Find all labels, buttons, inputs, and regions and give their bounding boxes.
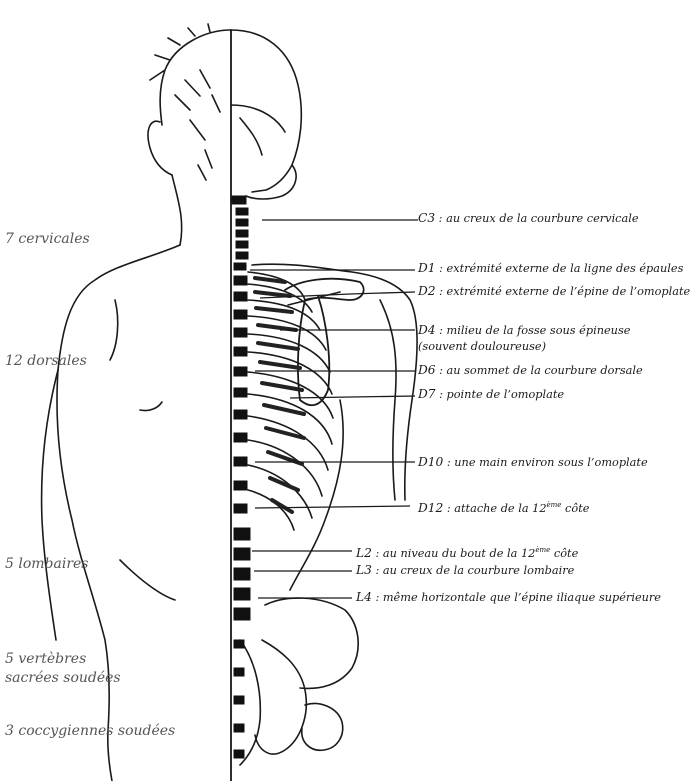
callout-superscript: ème	[546, 501, 562, 509]
iliac-crest	[264, 597, 359, 690]
left-shoulder-outline	[56, 244, 181, 781]
callout-l4: L4 : même horizontale que l’épine iliaqu…	[356, 589, 661, 606]
vertebral-column	[231, 195, 251, 759]
region-label-coccyx: 3 coccygiennes soudées	[5, 723, 176, 739]
rib-shading	[253, 276, 306, 514]
callout-text: : attache de la 12	[443, 501, 547, 515]
callout-code: D12	[418, 500, 444, 515]
leader-d2	[259, 291, 416, 299]
callout-d2: D2 : extrémité externe de l’épine de l’o…	[418, 283, 690, 300]
region-label-cervical: 7 cervicales	[5, 231, 90, 247]
skull-suture	[230, 104, 286, 156]
scapula	[284, 277, 365, 407]
callout-code: D7	[418, 387, 436, 401]
callout-d6: D6 : au sommet de la courbure dorsale	[418, 362, 643, 379]
left-neck	[171, 174, 183, 246]
pelvis-body	[254, 639, 308, 755]
callout-text: : extrémité externe de l’épine de l’omop…	[435, 285, 691, 298]
skull-outline	[230, 29, 303, 193]
callout-c3: C3 : au creux de la courbure cervicale	[418, 210, 639, 227]
left-arm-line	[40, 369, 59, 641]
callout-text-after: côte	[561, 501, 590, 515]
sacrum	[239, 639, 262, 766]
callout-d12: D12 : attache de la 12ème côte	[418, 497, 589, 517]
leader-d7	[289, 395, 416, 399]
callout-text: : au sommet de la courbure dorsale	[435, 364, 643, 377]
callout-text-after: côte	[550, 546, 579, 560]
callout-l2: L2 : au niveau du bout de la 12ème côte	[356, 542, 578, 562]
callout-text: : milieu de la fosse sous épineuse	[435, 324, 631, 337]
region-label-sacral: 5 vertèbres sacrées soudées	[5, 650, 121, 688]
callout-code: D4	[418, 323, 436, 337]
callout-d4: D4 : milieu de la fosse sous épineuse (s…	[418, 322, 630, 355]
region-label-lumbar: 5 lombaires	[5, 556, 89, 572]
callout-code: D10	[418, 455, 444, 469]
right-arm-inner	[379, 299, 397, 501]
callout-code: L4	[356, 590, 372, 604]
hair-outline	[149, 23, 232, 181]
region-label-dorsal: 12 dorsales	[5, 353, 87, 369]
left-ear	[147, 120, 173, 176]
left-waist-line	[119, 559, 176, 601]
left-back-line	[139, 401, 163, 412]
callout-code: L2	[356, 545, 372, 560]
callout-text: : au niveau du bout de la 12	[371, 546, 536, 560]
callout-d10: D10 : une main environ sous l’omoplate	[418, 454, 648, 471]
callout-text: : même horizontale que l’épine iliaque s…	[371, 591, 661, 604]
callout-l3: L3 : au creux de la courbure lombaire	[356, 562, 574, 579]
right-shoulder-outline	[251, 263, 418, 501]
callout-text: : au creux de la courbure lombaire	[371, 564, 575, 577]
scapula-spine	[287, 291, 341, 306]
callout-d1: D1 : extrémité externe de la ligne des é…	[418, 260, 683, 277]
callout-text-line2: (souvent douloureuse)	[418, 340, 547, 353]
callout-d7: D7 : pointe de l’omoplate	[418, 386, 564, 403]
region-label-sacral-line1: 5 vertèbres	[5, 651, 87, 667]
callout-code: C3	[418, 211, 436, 225]
hip-joint	[300, 702, 344, 752]
callout-text: : une main environ sous l’omoplate	[443, 456, 648, 469]
callout-code: D6	[418, 363, 436, 377]
callout-text: : au creux de la courbure cervicale	[435, 212, 639, 225]
callout-leaders	[250, 219, 418, 599]
callout-text: : pointe de l’omoplate	[435, 388, 565, 401]
left-scapula-line	[109, 299, 119, 361]
right-flank	[289, 399, 344, 591]
callout-superscript: ème	[535, 546, 551, 554]
leader-d12	[254, 505, 411, 509]
jaw-outline	[245, 164, 297, 200]
callout-code: L3	[356, 563, 372, 577]
callout-code: D2	[418, 284, 436, 298]
callout-code: D1	[418, 261, 436, 275]
callout-text: : extrémité externe de la ligne des épau…	[435, 262, 684, 275]
region-label-sacral-line2: sacrées soudées	[5, 670, 121, 686]
